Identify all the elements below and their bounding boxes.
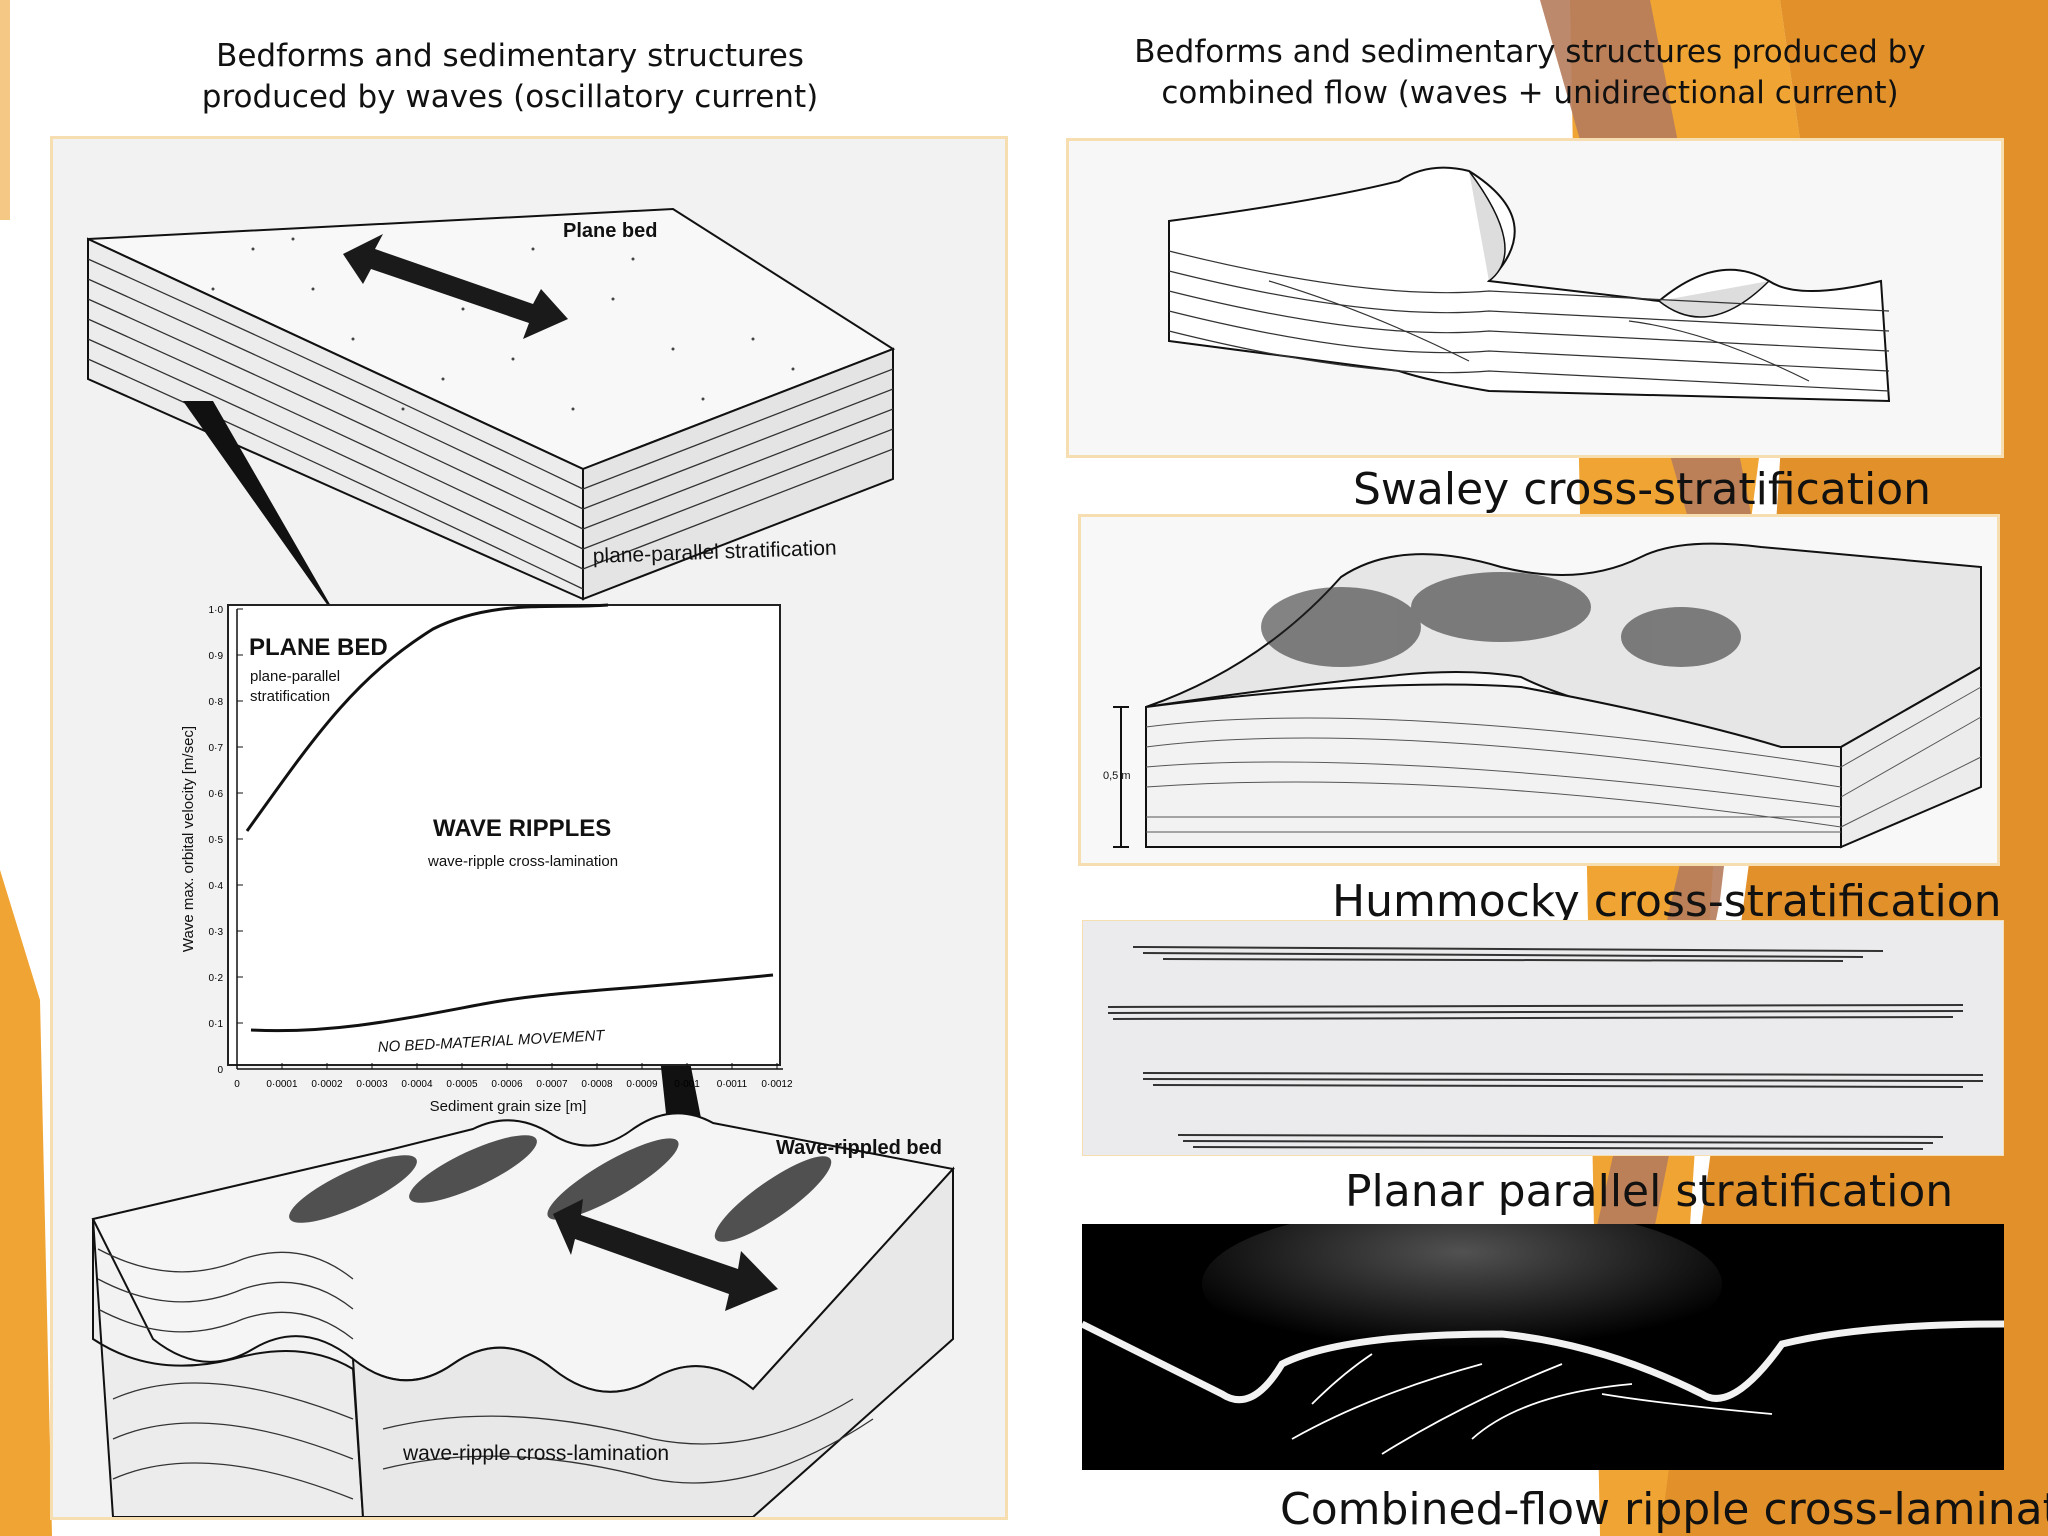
x-tick-labels: 0 0·0001 0·0002 0·0003 0·0004 0·0005 0·0006 0·0… [234,1063,793,1090]
y-tick-label: 0·7 [209,743,224,754]
combined-flow-photo [1080,1204,2005,1470]
y-axis-label: Wave max. orbital velocity [m/sec] [180,726,197,952]
x-tick-label: 0·0009 [626,1079,658,1090]
hummocky-figure: 0,5 m [1078,514,2000,866]
plane-bed-block [87,207,896,601]
region-wave-ripples-sub: wave-ripple cross-lamination [427,853,618,870]
oscillation-arrow-top [343,234,568,339]
hummock-stipple [1261,572,1741,667]
x-tick-label: 0·0002 [311,1079,343,1090]
wave-bedforms-figure: Plane bed plane-parallel stratification … [50,136,1008,1520]
x-tick-label: 0·001 [674,1079,700,1090]
hummocky-caption: Hummocky cross-stratification [1332,876,2002,927]
x-tick-label: 0·0011 [717,1079,748,1090]
wave-bedforms-diagram: Plane bed plane-parallel stratification … [87,207,955,1518]
wave-rippled-bed-label: Wave-rippled bed [776,1137,942,1159]
oscillation-arrow-bottom [553,1199,778,1311]
swaley-caption: Swaley cross-stratification [1353,464,1932,515]
plane-bed-label: Plane bed [563,220,657,242]
x-tick-label: 0·0012 [761,1079,793,1090]
y-tick-label: 0·5 [209,835,224,846]
x-tick-label: 0 [234,1079,240,1090]
y-tick-label: 0·2 [209,973,224,984]
y-tick-label: 1·0 [209,605,224,616]
region-wave-ripples: WAVE RIPPLES [433,815,611,842]
swaley-figure [1066,138,2004,458]
planar-laminae [1107,946,1984,1150]
right-heading: Bedforms and sedimentary structures prod… [1134,34,1926,111]
x-tick-label: 0·0001 [266,1079,298,1090]
ripple-surface [1080,1320,2005,1404]
hummocky-scale-label: 0,5 m [1103,770,1131,782]
plane-bed-threshold-curve [245,603,609,832]
y-tick-label: 0·8 [209,697,224,708]
left-heading: Bedforms and sedimentary structures prod… [201,38,819,115]
y-tick-label: 0·4 [209,881,224,892]
y-tick-label: 0·1 [209,1019,224,1030]
swaley-block-diagram [1168,166,1891,403]
foreset-lines [1291,1353,1773,1455]
wave-rippled-block [91,1112,955,1518]
x-tick-label: 0·0006 [491,1079,523,1090]
region-plane-bed: PLANE BED [249,634,388,661]
planar-figure [1082,920,2004,1156]
movement-threshold-curve [250,973,774,1033]
y-tick-labels: 0 0·1 0·2 0·3 0·4 0·5 0·6 0·7 0·8 0·9 1·0 [209,605,243,1076]
wave-ripple-xlam-label: wave-ripple cross-lamination [402,1442,669,1465]
region-plane-bed-sub-2: stratification [250,688,330,705]
planar-caption: Planar parallel stratification [1345,1166,1954,1217]
hummocky-block-diagram: 0,5 m [1103,542,1982,849]
y-tick-label: 0·3 [209,927,224,938]
left-decor-orange [0,870,52,1536]
region-plane-bed-sub-1: plane-parallel [250,668,340,685]
combined-flow-caption: Combined-flow ripple cross-lamination [1280,1484,2048,1535]
combined-flow-ripple-profile [1080,1204,2005,1470]
x-tick-label: 0·0008 [581,1079,613,1090]
left-decor-top [0,0,10,220]
x-tick-label: 0·0007 [536,1079,568,1090]
ripple-crest-stipple [289,1135,832,1242]
pointer-plane-bed [183,401,343,627]
chart-frame [227,604,781,1066]
x-tick-label: 0·0004 [401,1079,433,1090]
x-tick-label: 0·0005 [446,1079,478,1090]
x-axis-label: Sediment grain size [m] [430,1098,587,1115]
y-tick-label: 0·6 [209,789,224,800]
x-tick-label: 0·0003 [356,1079,388,1090]
y-tick-label: 0·9 [209,651,224,662]
y-tick-label: 0 [217,1065,223,1076]
